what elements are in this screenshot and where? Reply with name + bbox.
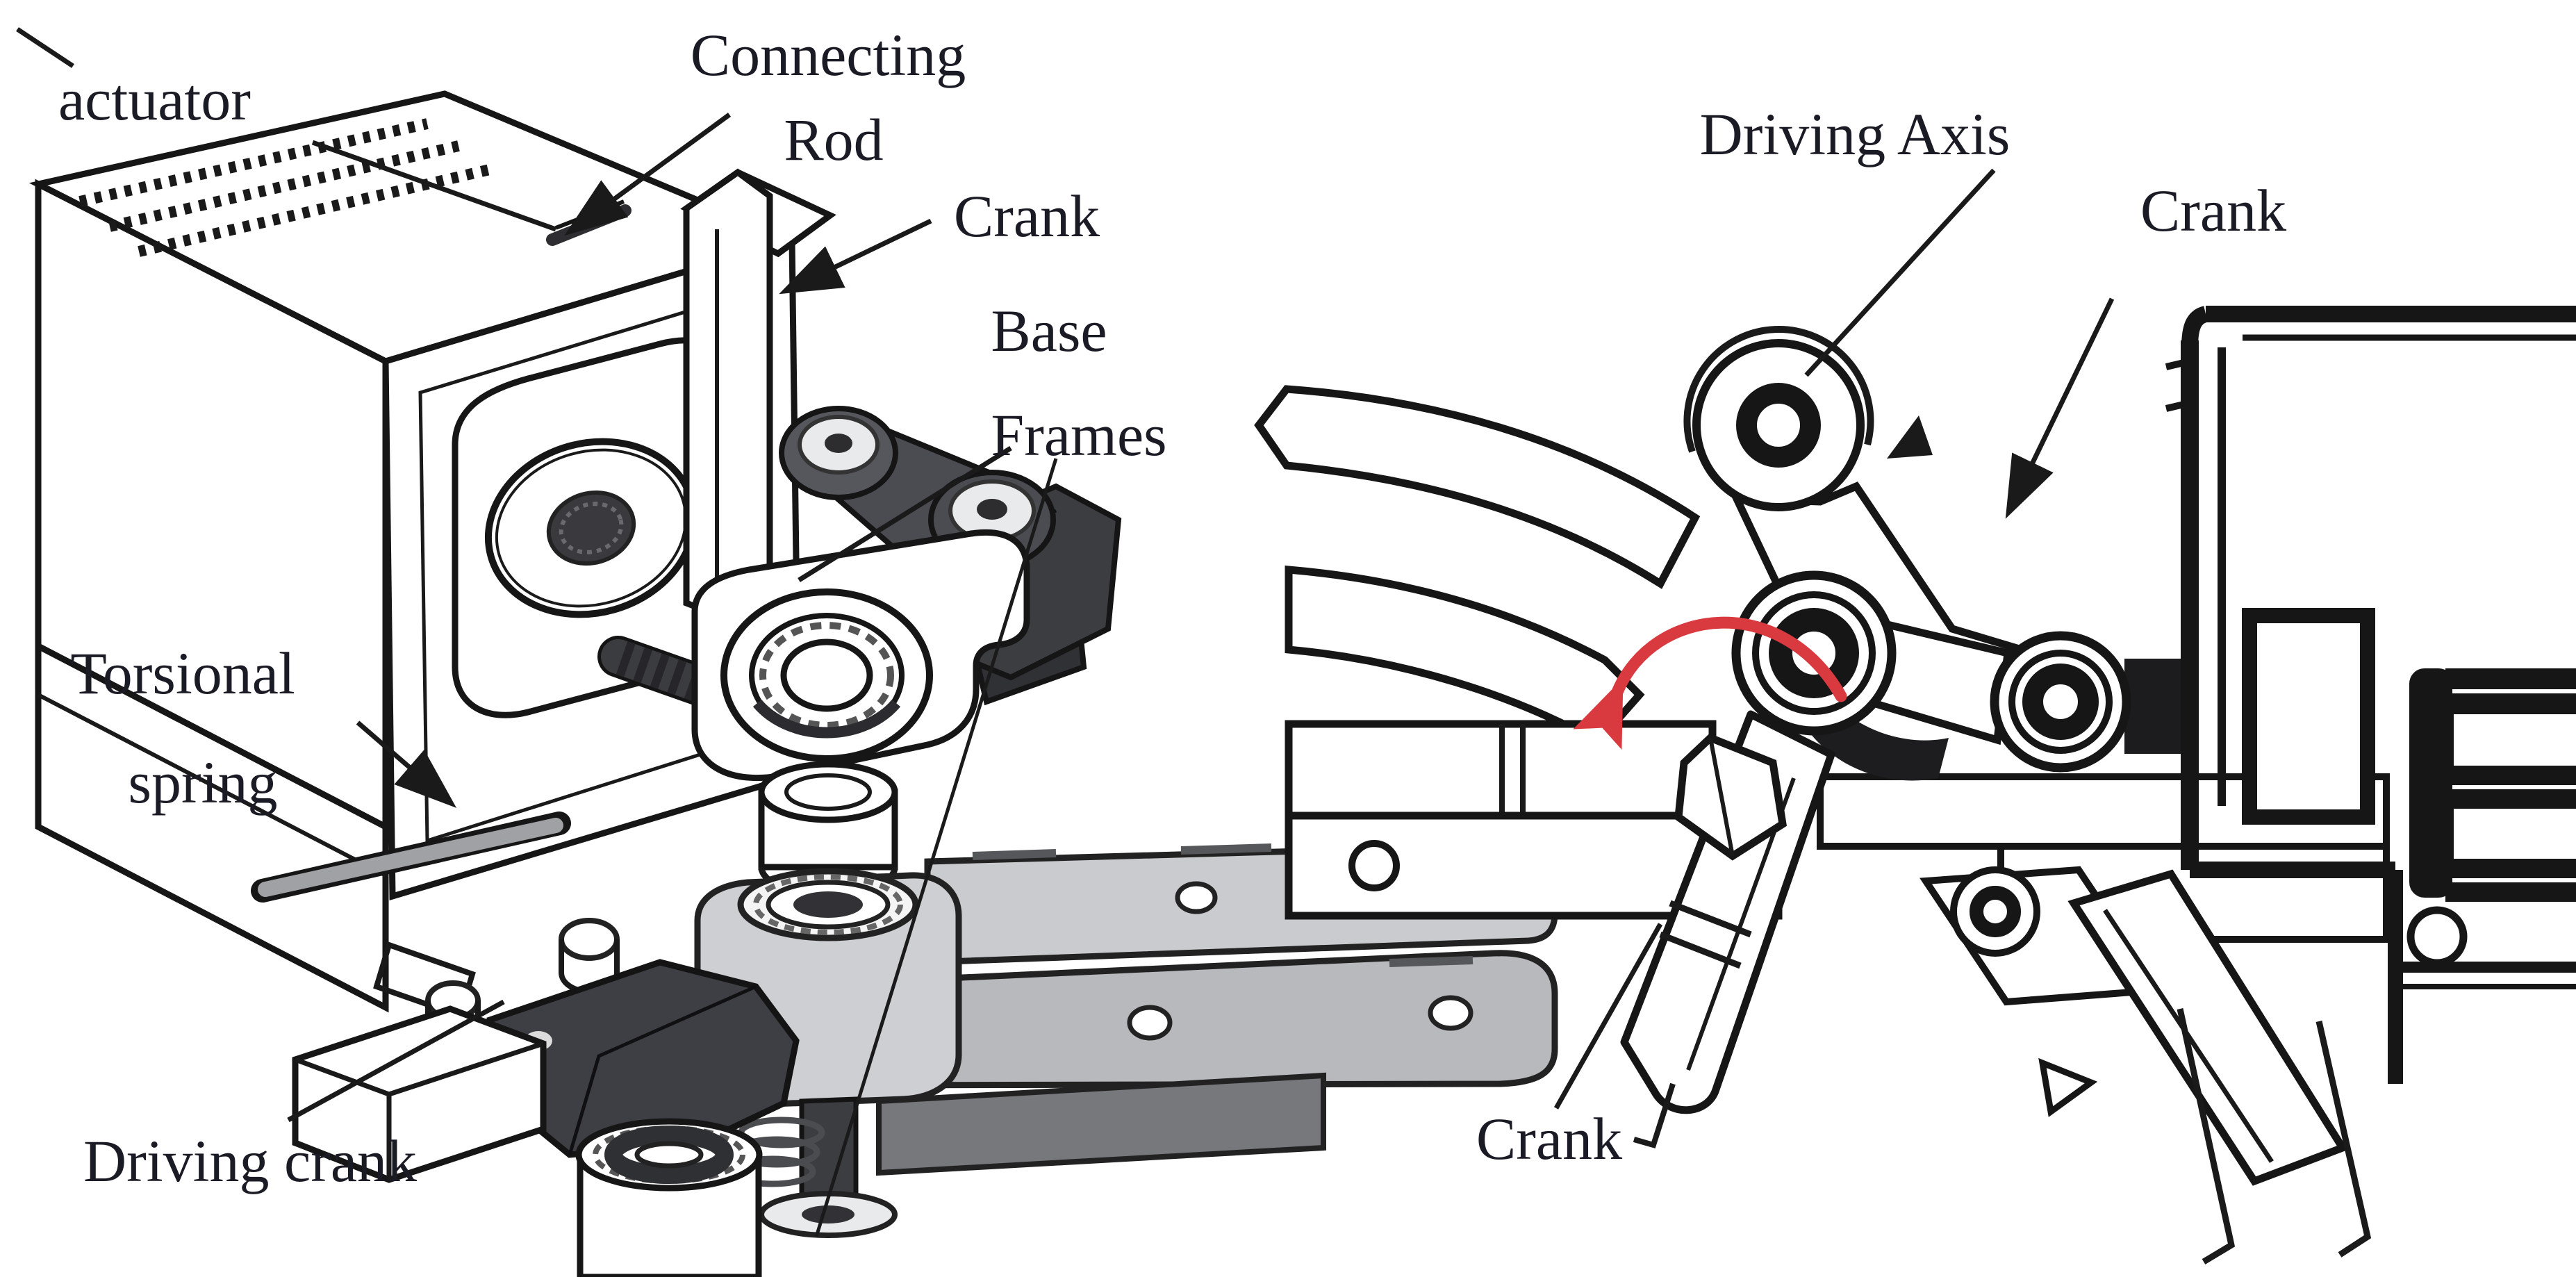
actuator-leader-line (311, 140, 557, 232)
crank-link-drawing (1731, 570, 2199, 781)
actuator-tick-line (16, 27, 74, 68)
label-crank-bottom: Crank (1476, 1105, 1622, 1172)
label-frames: Frames (991, 402, 1166, 468)
crank-arrow (779, 218, 932, 295)
label-spring: spring (129, 749, 278, 816)
left-leader-lines (16, 27, 1058, 1237)
driving-axis-arrowhead (1887, 415, 1933, 459)
left-exploded-view: actuator Connecting Rod Crank Base Frame… (16, 22, 1558, 1277)
label-driving-axis: Driving Axis (1700, 101, 2011, 167)
bearing-housing-drawing (694, 868, 962, 1108)
label-base: Base (991, 297, 1107, 364)
side-plate-drawing (2165, 306, 2576, 1084)
label-connecting-rod-line1: Connecting (691, 22, 966, 88)
upper-base-frame-drawing (691, 529, 1030, 781)
frame-rails-drawing (1254, 385, 1783, 920)
label-actuator: actuator (58, 66, 251, 133)
crank-bottom-leader (1553, 923, 1663, 1110)
label-driving-crank: Driving crank (83, 1128, 417, 1194)
crank-lever-drawing (1620, 710, 1835, 1148)
torsional-spring-arrow (356, 720, 457, 808)
label-connecting-rod-line2: Rod (784, 106, 883, 173)
rotation-arrow (1573, 616, 1847, 750)
connecting-rod-arrow (564, 113, 732, 236)
driving-axis-leader (1804, 168, 1996, 377)
torsional-spring-rod-drawing (251, 811, 571, 903)
bottom-linkage-drawing (1919, 866, 2468, 1264)
label-crank-left: Crank (954, 183, 1100, 249)
label-torsional: Torsional (70, 640, 295, 707)
right-labels: Driving Axis Crank Crank (1476, 101, 2286, 1172)
base-block-drawing (292, 980, 547, 1183)
left-labels: actuator Connecting Rod Crank Base Frame… (58, 22, 1167, 1194)
base-frames-leader-b (814, 458, 1058, 1237)
driving-crank-leader (287, 999, 505, 1123)
right-assembled-view: Driving Axis Crank Crank (1254, 101, 2576, 1264)
bottom-bearing-drawing (575, 1118, 763, 1277)
label-crank-top: Crank (2140, 177, 2286, 244)
crank-top-arrow (2005, 297, 2115, 519)
e-bracket-drawing (2409, 668, 2576, 902)
base-frames-leader-a (798, 446, 1012, 582)
right-leader-lines (1553, 168, 2115, 1110)
